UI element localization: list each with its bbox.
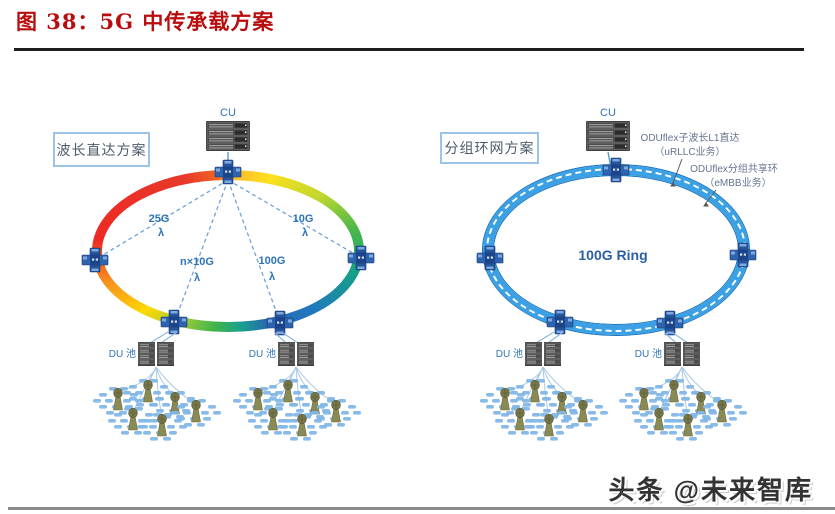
cell-clusters	[618, 378, 748, 441]
bottom-divider	[8, 507, 835, 510]
title-divider	[14, 48, 804, 51]
link-label-nx10g: n×10G	[180, 256, 214, 268]
lambda-25g: λ	[158, 227, 164, 239]
ring-node-east-left-diagram	[347, 245, 375, 271]
scheme-label-packet-ring-text: 分组环网方案	[444, 140, 535, 156]
cu-label-right: CU	[600, 107, 616, 119]
du-racks	[525, 342, 561, 366]
ring-node-se-right-diagram	[656, 310, 684, 336]
node-du-links-right	[535, 331, 689, 344]
cu-rack-left	[206, 121, 250, 151]
annotation-oduflex-direct: ODUflex子波长L1直达	[641, 131, 740, 144]
annotation-embb: （eMBB业务）	[704, 176, 771, 189]
du-pool-label: DU 池	[109, 347, 136, 360]
du-pool-label: DU 池	[249, 347, 276, 360]
cu-label-left: CU	[220, 107, 236, 119]
ring-node-sw-left-diagram	[160, 309, 188, 335]
du-pool-label: DU 池	[496, 347, 523, 360]
annotation-oduflex-shared: ODUflex分组共享环	[690, 162, 778, 175]
packet-ring-scheme-diagram: CU 100G Ring ODUflex子波长L1直达 （uRLLC业务） OD…	[476, 107, 778, 441]
cell-clusters	[479, 378, 609, 441]
scheme-label-wavelength: 波长直达方案	[53, 132, 150, 167]
lambda-100g: λ	[269, 271, 275, 283]
ring-node-sw-right-diagram	[546, 309, 574, 335]
ring-node-top-left-diagram	[214, 159, 242, 185]
link-label-100g: 100G	[259, 255, 286, 267]
link-label-25g: 25G	[149, 213, 170, 225]
ring-node-top-right-diagram	[602, 157, 630, 183]
annotation-pointer-lines	[670, 158, 717, 207]
figure-title: 图 38：5G 中传承载方案	[16, 9, 275, 34]
link-label-10g: 10G	[293, 213, 314, 225]
node-du-links-left	[149, 331, 299, 344]
wavelength-spokes	[97, 179, 359, 320]
du-racks	[278, 342, 314, 366]
du-racks	[138, 342, 174, 366]
du-racks	[664, 342, 700, 366]
scheme-label-packet-ring: 分组环网方案	[440, 132, 539, 164]
ring-node-se-left-diagram	[266, 310, 294, 336]
wavelength-ring-hole	[102, 180, 354, 322]
cu-rack-right	[586, 121, 630, 151]
lambda-10g: λ	[302, 227, 308, 239]
lambda-nx10g: λ	[194, 272, 200, 284]
wavelength-scheme-diagram: CU 25G λ 10G λ n×10G λ 100G λ	[81, 107, 375, 441]
watermark-toutiao: 头条 @未来智库	[608, 475, 813, 505]
ring-node-west-right-diagram	[476, 245, 504, 271]
scheme-label-wavelength-text: 波长直达方案	[56, 141, 147, 158]
cell-clusters	[92, 378, 222, 441]
annotation-urllc: （uRLLC业务）	[654, 145, 725, 158]
ring-capacity-label: 100G Ring	[578, 247, 647, 263]
cell-clusters	[232, 378, 362, 441]
ring-node-east-right-diagram	[729, 242, 757, 268]
ring-node-west-left-diagram	[81, 247, 109, 273]
du-pool-label: DU 池	[635, 347, 662, 360]
